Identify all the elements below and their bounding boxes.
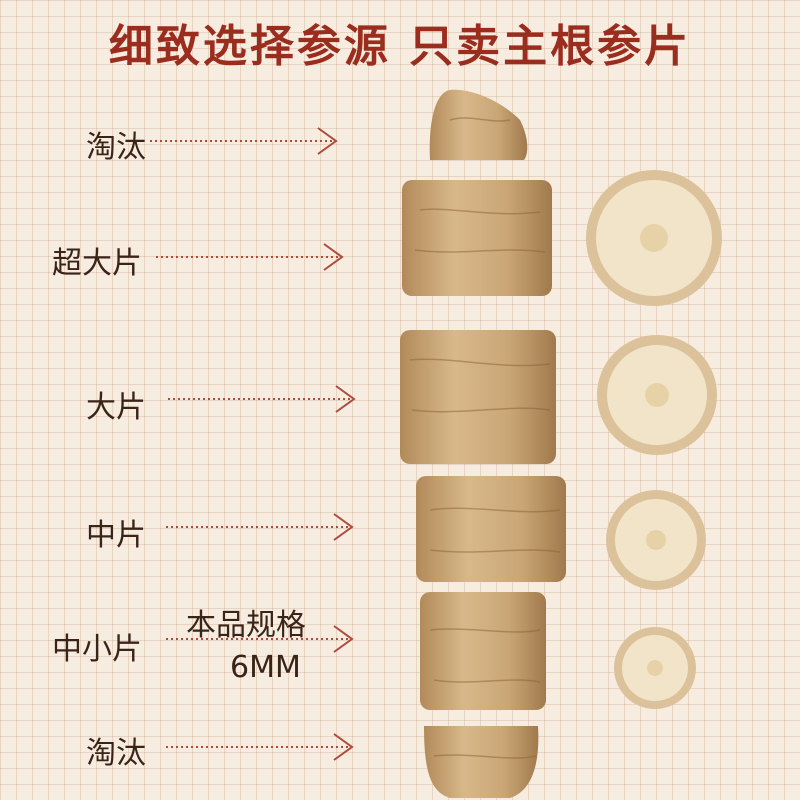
dotted-arrow-icon: [166, 513, 354, 541]
ginseng-root-illustration: [400, 89, 566, 798]
label-zhongpian: 中片: [86, 518, 146, 553]
dotted-arrow-icon: [168, 385, 356, 413]
label-dapian: 大片: [86, 390, 146, 425]
spec-value: 6MM: [230, 650, 301, 685]
label-taotai-top: 淘汰: [86, 130, 146, 165]
ginseng-slice-illustration: [597, 335, 717, 455]
ginseng-slice-illustration: [606, 490, 706, 590]
dotted-arrow-icon: [166, 733, 354, 761]
dotted-arrow-icon: [150, 127, 338, 155]
ginseng-slice-illustration: [614, 627, 696, 709]
page-title: 细致选择参源 只卖主根参片: [108, 21, 692, 72]
label-taotai-bottom: 淘汰: [86, 736, 146, 771]
label-zhongxiaopian: 中小片: [52, 632, 142, 667]
dotted-arrow-icon: [166, 625, 354, 653]
label-chaodapian: 超大片: [52, 246, 142, 281]
dotted-arrow-icon: [156, 243, 344, 271]
ginseng-slice-illustration: [586, 170, 722, 306]
spec-title: 本品规格: [186, 608, 306, 643]
